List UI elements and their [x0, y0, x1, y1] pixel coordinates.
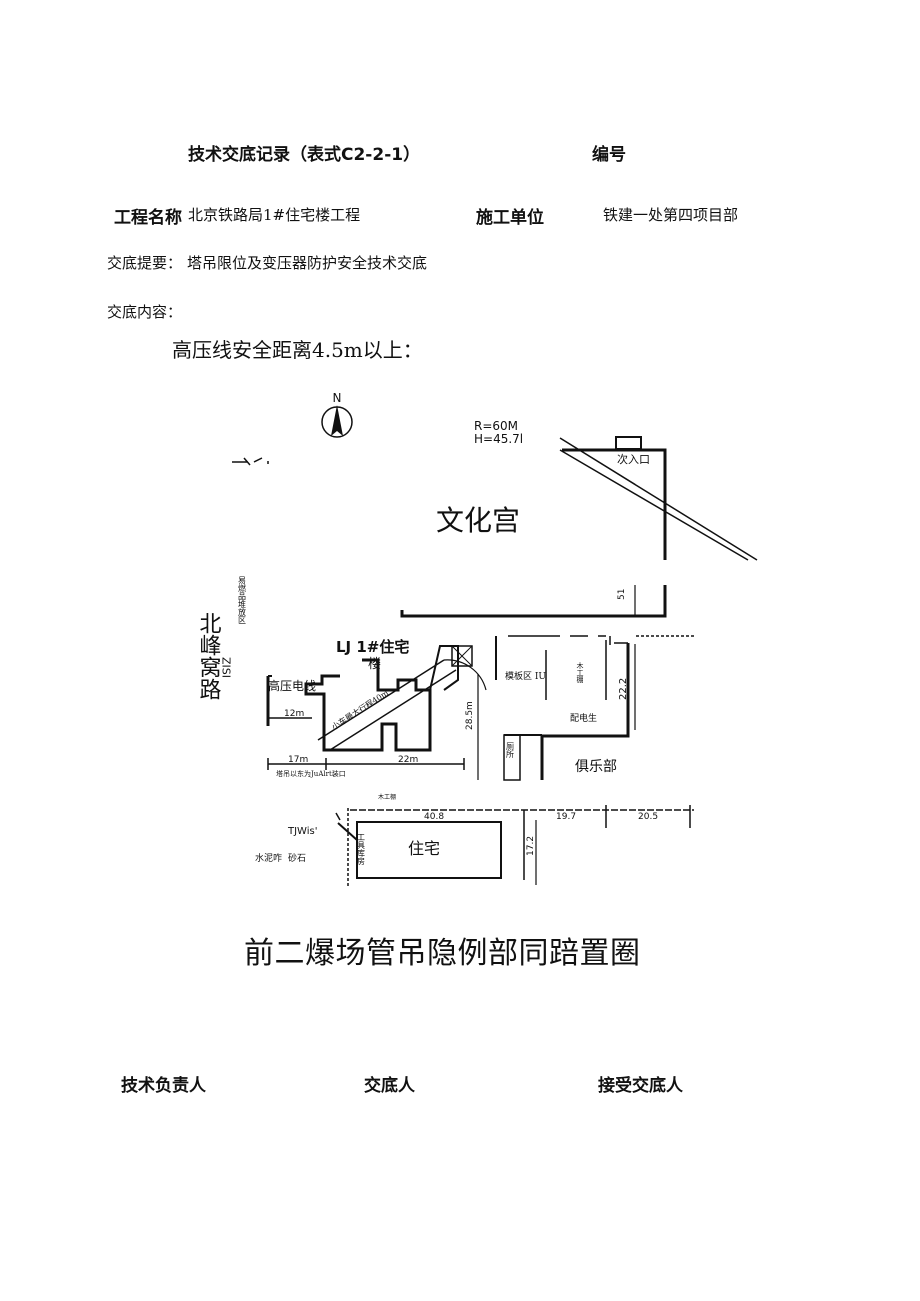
summary-label: 交底提要：	[107, 254, 183, 272]
residence-label: 住宅	[408, 839, 440, 858]
wood-shed-label: 木工棚	[576, 661, 584, 684]
building-label-2: 楼	[368, 657, 381, 672]
formwork-label: 模板区 IU	[505, 670, 546, 682]
dim-17-2: 17.2	[526, 836, 536, 856]
road-label: 北峰窝路	[196, 612, 222, 700]
project-name-value: 北京铁路局1#住宅楼工程	[188, 206, 361, 224]
club-label: 俱乐部	[575, 759, 617, 775]
radius-label: R=60M	[474, 419, 518, 433]
summary-value: 塔吊限位及变压器防护安全技术交底	[187, 254, 428, 272]
hv-line-label: 高压电线	[268, 678, 316, 693]
plan-caption: 前二爆场管吊隐例部同踣置圈	[244, 936, 641, 971]
dim-20-5: 20.5	[638, 812, 658, 822]
tjwis-label: TJWis'	[287, 826, 317, 837]
discloser-label: 交底人	[364, 1076, 415, 1096]
dim-12: 12m	[284, 709, 304, 719]
dim-17: 17m	[288, 755, 308, 765]
project-name-label: 工程名称	[114, 208, 182, 228]
construction-unit-label: 施工单位	[476, 208, 544, 228]
receiver-label: 接受交底人	[598, 1076, 683, 1096]
tool-room-label: 工具库房	[357, 833, 366, 866]
north-label: N	[333, 391, 342, 405]
power-room-label: 配电生	[570, 712, 597, 724]
content-label: 交底内容：	[107, 303, 183, 321]
dim-22-2: 22.2	[618, 678, 629, 700]
wood-shed-2-label: 木工棚	[378, 793, 396, 801]
sand-label: 砂石	[288, 852, 306, 864]
cement-label: 水泥咋	[255, 852, 282, 864]
construction-unit-value: 铁建一处第四项目部	[603, 206, 739, 224]
form-title: 技术交底记录（表式C2-2-1）	[188, 145, 421, 165]
tech-lead-label: 技术负责人	[121, 1076, 206, 1096]
dim-51: 51	[617, 589, 627, 600]
height-label: H=45.7l	[474, 432, 523, 446]
number-label: 编号	[592, 145, 626, 165]
dim-40-8: 40.8	[424, 812, 444, 822]
culture-palace-label: 文化宫	[436, 504, 520, 537]
content-line-1: 高压线安全距离4.5m以上：	[172, 338, 423, 362]
entrance-label: 次入口	[617, 452, 650, 466]
bottom-note: 塔吊以东为JuAlrt装口	[276, 769, 346, 778]
dim-28-5: 28.5m	[465, 701, 475, 730]
building-label: LJ 1#住宅	[336, 638, 409, 656]
dim-22: 22m	[398, 755, 418, 765]
toilet-label: 厕所	[506, 742, 515, 759]
flammable-area-label: 易燃品堆放区	[238, 576, 247, 624]
road-code-label: ZISI	[220, 657, 233, 678]
dim-19-7: 19.7	[556, 812, 576, 822]
